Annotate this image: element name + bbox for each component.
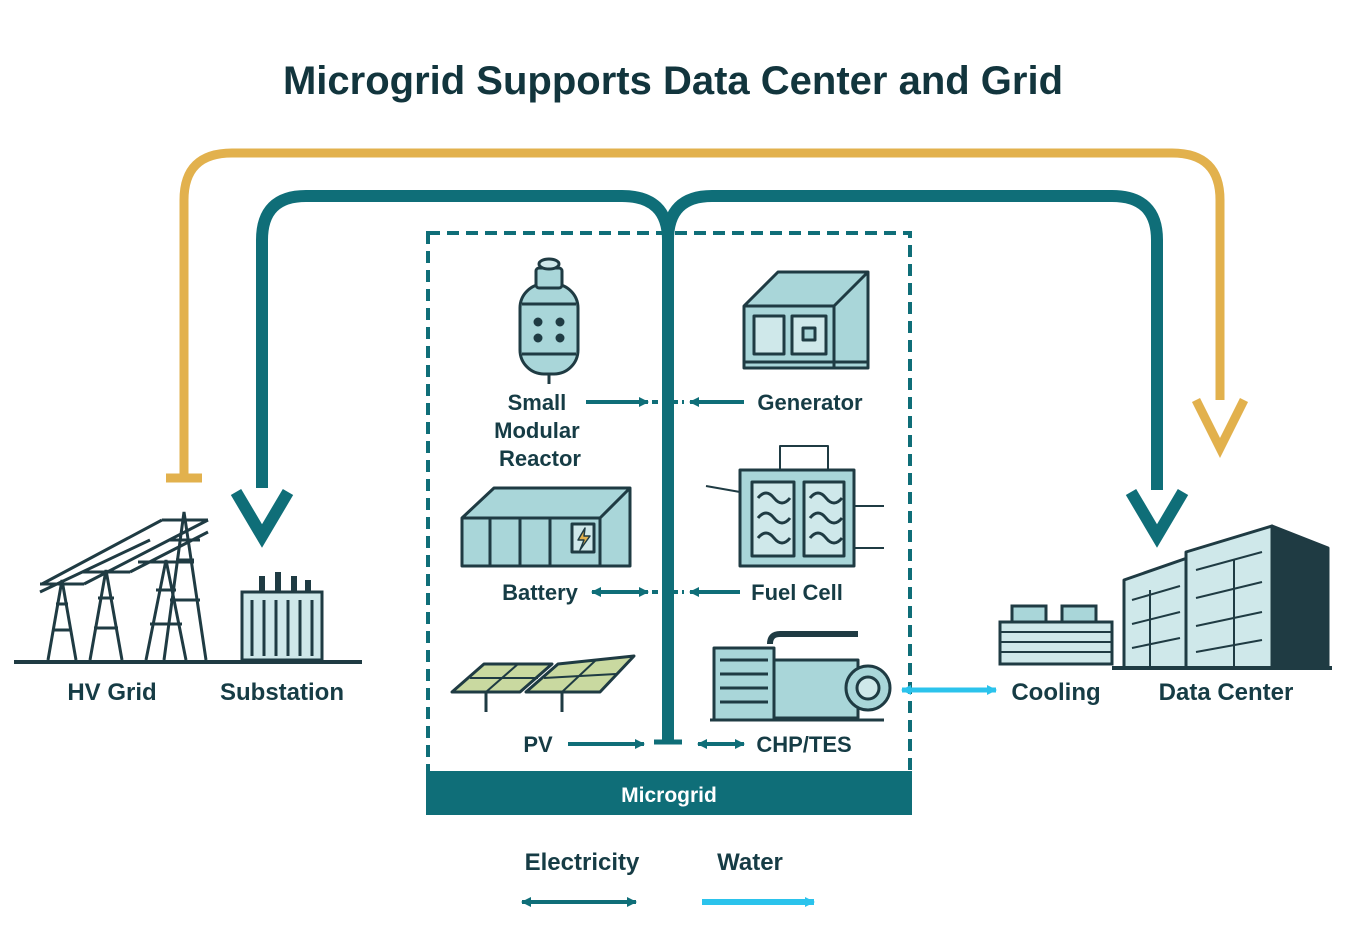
substation-arrowhead xyxy=(230,488,294,548)
microgrid-band xyxy=(426,771,912,815)
grid-to-data-center-line xyxy=(166,148,1225,483)
microgrid-electricity-bus xyxy=(256,190,1163,742)
smr-label-line-2: Modular xyxy=(494,418,580,443)
cooling-tower-icon xyxy=(998,604,1114,666)
microgrid-label: Microgrid xyxy=(621,784,717,807)
cooling-label: Cooling xyxy=(1011,679,1100,706)
reactor-icon xyxy=(518,257,580,384)
chp-label: CHP/TES xyxy=(756,732,851,757)
data-center-arrowhead xyxy=(1125,488,1189,548)
substation-label: Substation xyxy=(220,679,344,706)
smr-label-line-3: Reactor xyxy=(499,446,581,471)
legend-electricity-label: Electricity xyxy=(525,849,640,876)
legend: Electricity Water xyxy=(521,849,815,907)
pv-label: PV xyxy=(523,732,553,757)
smr-label-line-1: Small xyxy=(508,390,567,415)
chp-icon xyxy=(710,631,892,722)
fuel-cell-icon xyxy=(705,445,884,568)
fuel-cell-label: Fuel Cell xyxy=(751,580,843,605)
transmission-tower-icon xyxy=(14,511,362,664)
data-center-icon xyxy=(1112,524,1332,670)
legend-water-label: Water xyxy=(717,849,783,876)
solar-panel-icon xyxy=(450,654,636,712)
generator-icon xyxy=(742,270,870,370)
data-center-label: Data Center xyxy=(1159,679,1294,706)
substation-icon xyxy=(240,572,324,662)
page-title: Microgrid Supports Data Center and Grid xyxy=(283,59,1063,103)
battery-label: Battery xyxy=(502,580,579,605)
battery-icon xyxy=(460,486,632,568)
hv-grid-label: HV Grid xyxy=(67,679,156,706)
smr-label: Small Modular Reactor xyxy=(494,390,586,471)
generator-label: Generator xyxy=(757,390,863,415)
grid-line-arrowhead xyxy=(1191,397,1249,459)
